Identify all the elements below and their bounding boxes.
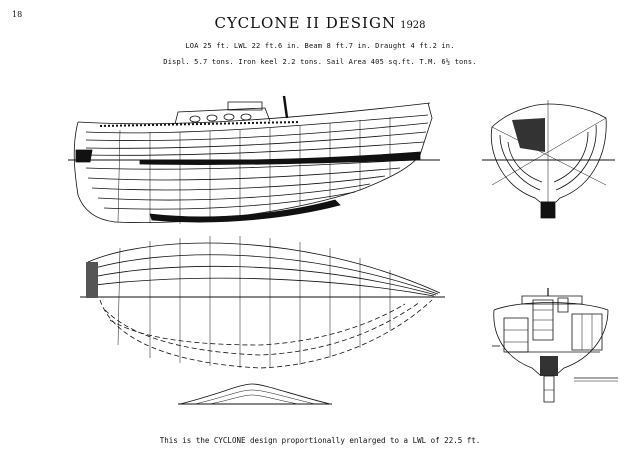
figure-caption: This is the CYCLONE design proportionall…: [159, 436, 481, 445]
body-plan-view: [482, 100, 615, 218]
specifications-line-1: LOA 25 ft. LWL 22 ft.6 in. Beam 8 ft.7 i…: [185, 42, 455, 50]
keel-plan-view: [178, 384, 332, 404]
profile-view: [68, 96, 440, 224]
half-breadth-plan-view: [80, 236, 445, 368]
design-name: CYCLONE II DESIGN: [214, 14, 397, 32]
specifications-line-2: Displ. 5.7 tons. Iron keel 2.2 tons. Sai…: [163, 58, 477, 66]
page-number: 18: [12, 10, 23, 19]
cross-section-view: [492, 288, 618, 402]
design-year: 1928: [400, 20, 426, 31]
